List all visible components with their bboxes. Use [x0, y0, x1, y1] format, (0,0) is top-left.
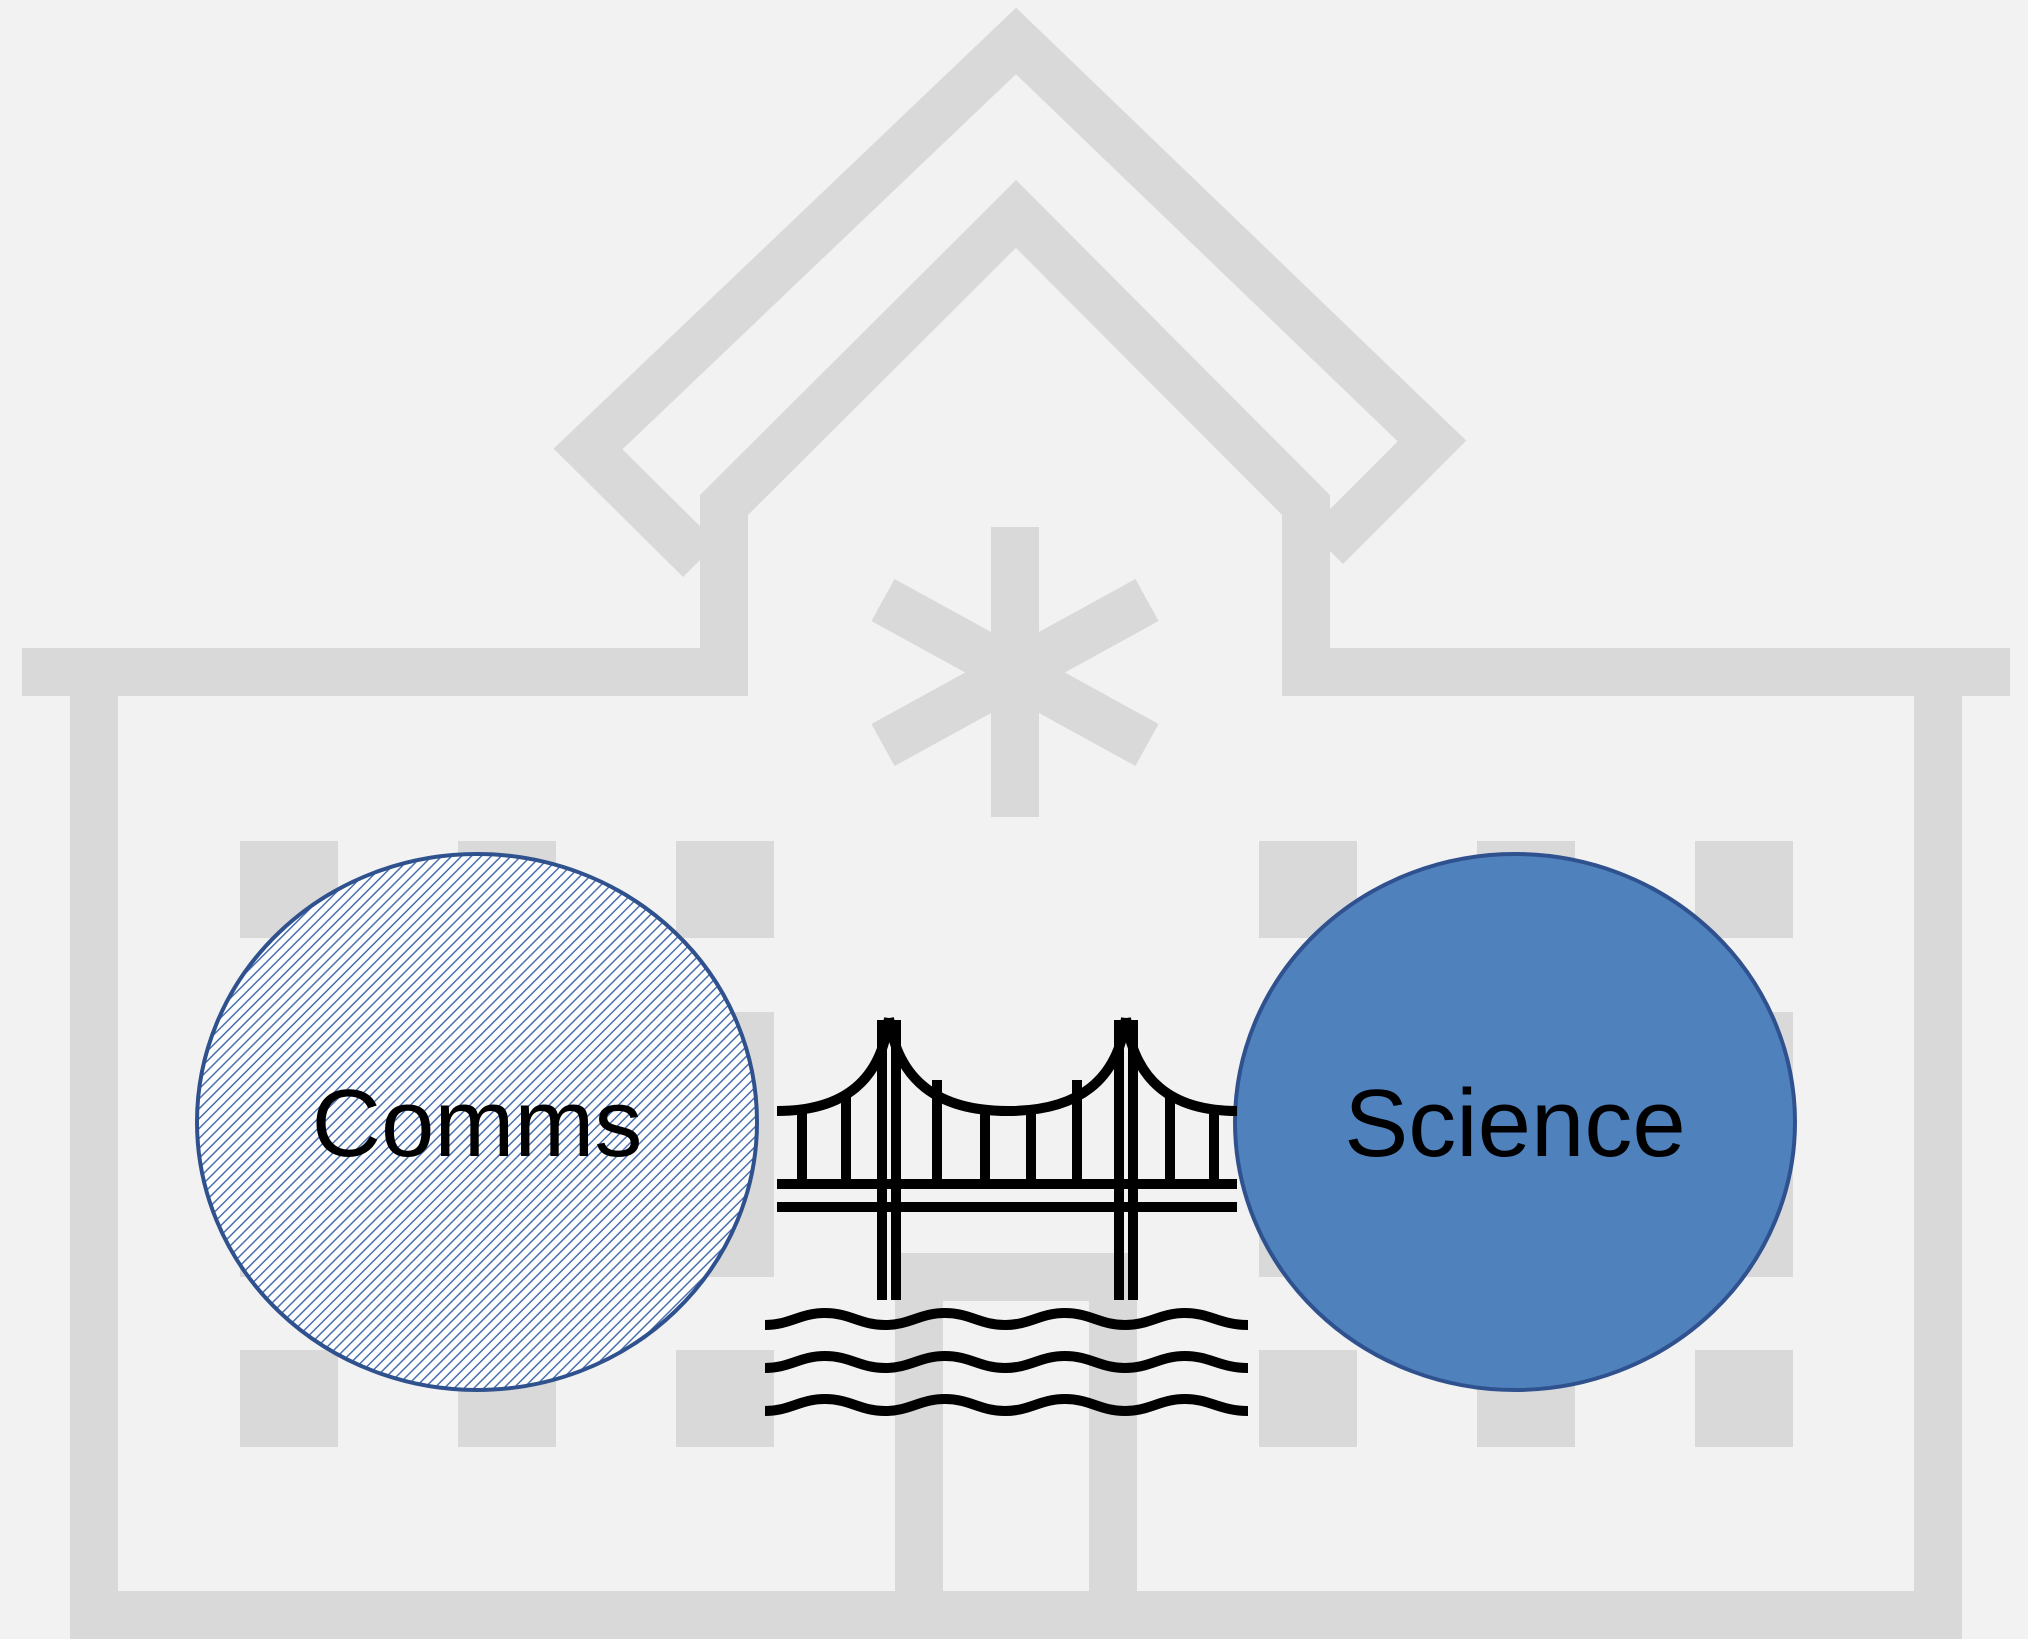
bridge-tower	[1114, 1020, 1138, 1300]
bridge-cable	[776, 1017, 894, 1116]
science-circle	[1233, 852, 1797, 1392]
eave-left-outline	[22, 505, 748, 696]
bridge-cable	[884, 1017, 1131, 1117]
water-waves-icon	[764, 1307, 1249, 1417]
school-building-icon	[22, 7, 2010, 1639]
door-outline	[895, 1253, 1137, 1615]
window	[676, 1350, 774, 1447]
asterisk-emblem-icon	[871, 527, 1159, 817]
window	[1695, 1350, 1793, 1447]
comms-node: Comms	[195, 852, 759, 1392]
science-node: Science	[1233, 852, 1797, 1392]
eave-right-outline	[1282, 505, 2010, 696]
roof-outer-outline	[553, 7, 1467, 578]
window	[1259, 1350, 1357, 1447]
bridge-over-water-icon	[764, 1017, 1249, 1417]
window	[1695, 841, 1793, 938]
bridge-cable	[1121, 1017, 1238, 1116]
bridge-tower	[877, 1020, 901, 1300]
comms-label: Comms	[312, 1070, 643, 1177]
science-label: Science	[1344, 1070, 1686, 1177]
window	[240, 1350, 338, 1447]
bridge-hangers	[797, 1080, 1219, 1182]
window	[676, 841, 774, 938]
bridge-deck	[777, 1179, 1237, 1212]
building-walls-outline	[70, 672, 1962, 1639]
comms-circle	[195, 852, 759, 1392]
